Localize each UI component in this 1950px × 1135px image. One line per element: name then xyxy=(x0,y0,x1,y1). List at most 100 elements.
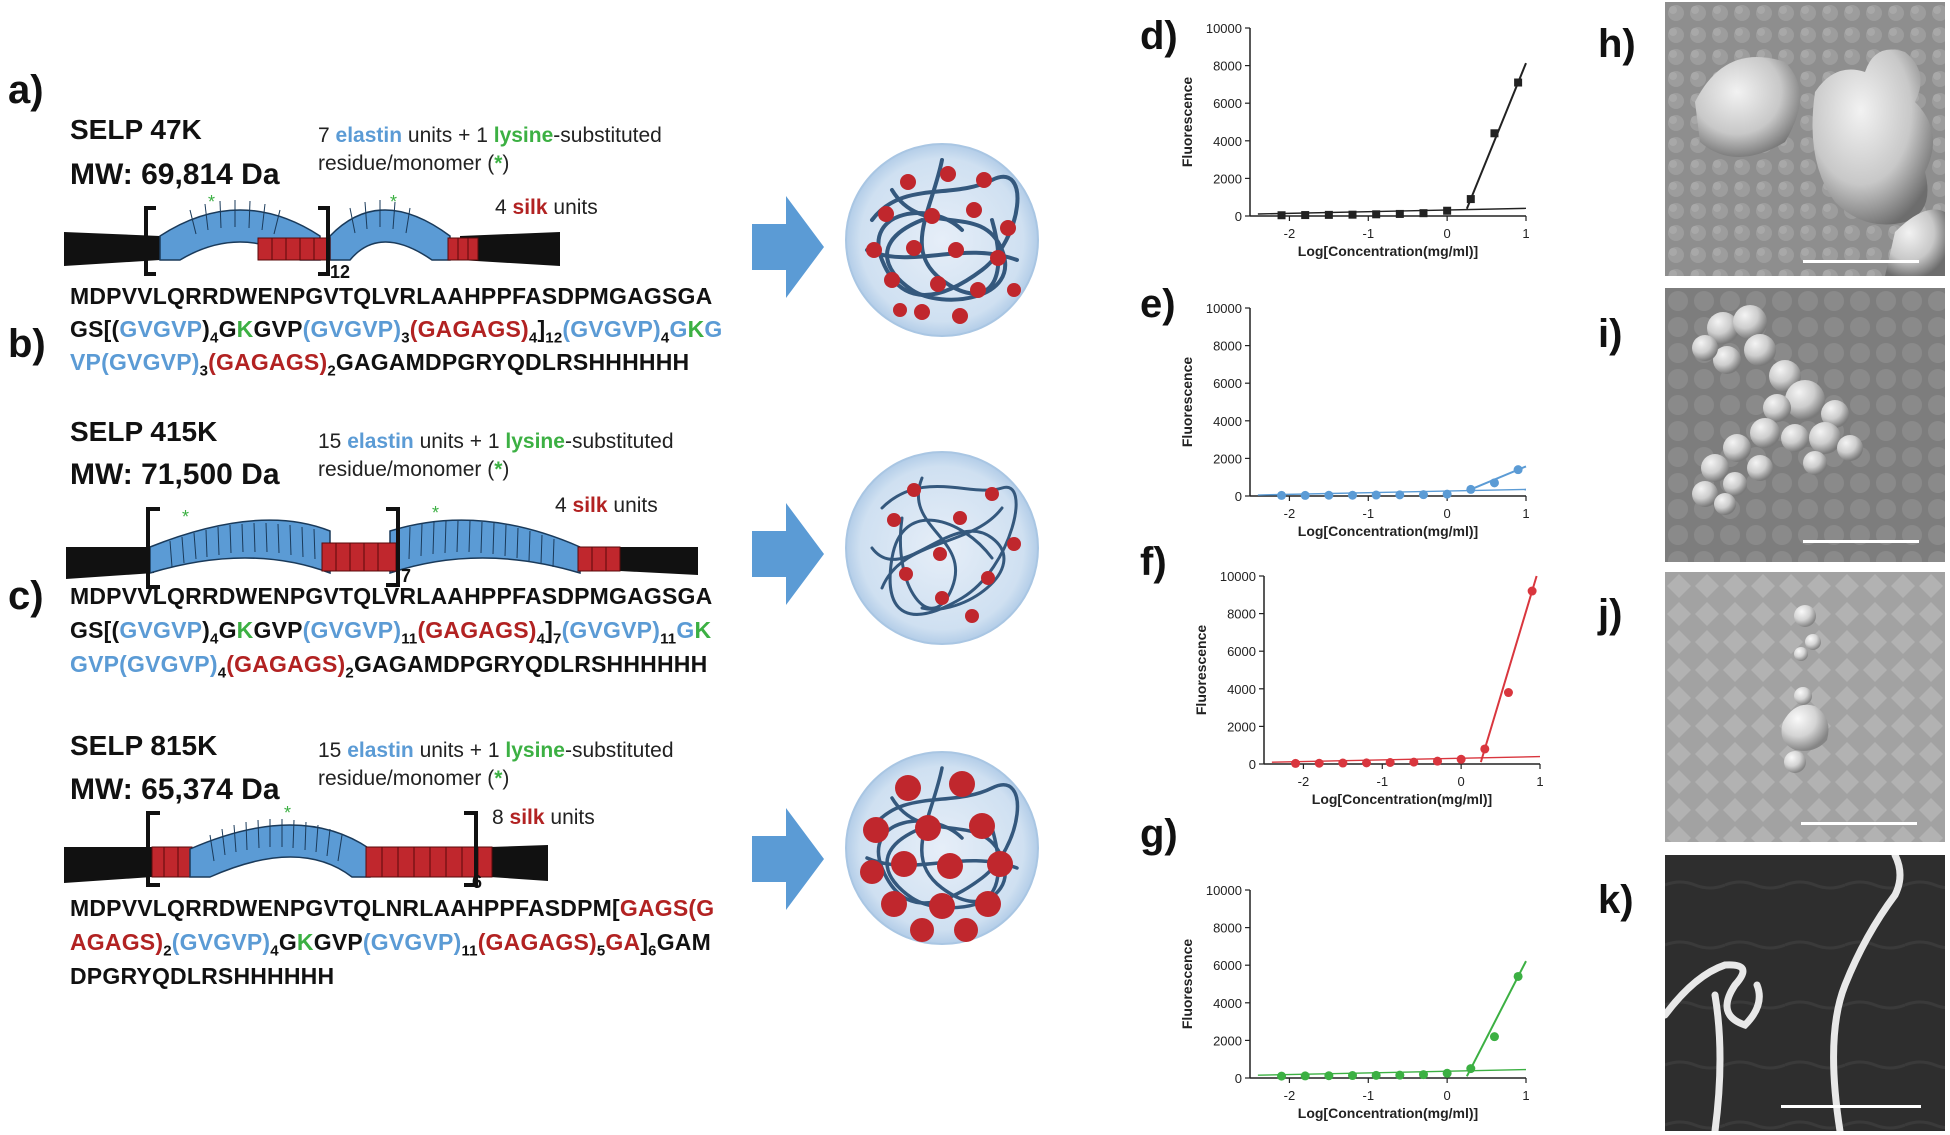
selp-415k-sequence-line-1: MDPVVLQRRDWENPGVTQLVRLAAHPPFASDPMGAGSGA xyxy=(70,583,713,609)
chart-d-point xyxy=(1324,210,1333,219)
chart-d-baseline-fit xyxy=(1257,207,1527,215)
chart-d-point xyxy=(1348,210,1357,219)
selp-47k-sequence-line-3: VP(GVGVP)3(GAGAGS)2GAGAMDPGRYQDLRSHHHHHH xyxy=(70,349,690,380)
chart-g-x-tick-label: 1 xyxy=(1522,1088,1529,1103)
chart-g-x-tick-label: -1 xyxy=(1363,1088,1375,1103)
chart-g-point xyxy=(1300,1071,1310,1081)
chart-g-point xyxy=(1489,1032,1499,1042)
chart-f-point xyxy=(1362,758,1372,768)
chart-f-point xyxy=(1480,744,1490,754)
chart-f-y-tick-label: 0 xyxy=(1249,757,1256,772)
selp-815k-mw: MW: 65,374 Da xyxy=(70,773,280,806)
selp-47k-description: 7 elastin units + 1 lysine-substituted r… xyxy=(318,124,662,175)
chart-f-y-tick-label: 8000 xyxy=(1227,607,1256,622)
chart-f-x-tick-label: -2 xyxy=(1298,774,1310,789)
chart-g-point xyxy=(1348,1071,1358,1081)
chart-d-point xyxy=(1443,206,1452,215)
selp-815k-repeat-count: 6 xyxy=(472,872,483,892)
chart-e-y-tick-label: 0 xyxy=(1235,489,1242,504)
chart-e-point xyxy=(1418,490,1428,500)
chart-g-point xyxy=(1442,1068,1452,1078)
chart-f-x-tick-label: 0 xyxy=(1458,774,1465,789)
chart-e-x-tick-label: -1 xyxy=(1363,506,1375,521)
chart-e-point xyxy=(1371,490,1381,500)
chart-e-point xyxy=(1277,490,1287,500)
sem-image-i xyxy=(1665,288,1945,562)
chart-f-point xyxy=(1456,754,1466,764)
chart-d-point xyxy=(1301,211,1310,220)
chart-e-y-tick-label: 2000 xyxy=(1213,451,1242,466)
selp-47k-sequence-line-2: GS[(GVGVP)4GKGVP(GVGVP)3(GAGAGS)4]12(GVG… xyxy=(70,316,723,347)
chart-g-y-tick-label: 10000 xyxy=(1206,883,1242,898)
svg-text:*: * xyxy=(182,507,189,527)
chart-d-point xyxy=(1514,78,1523,87)
chart-e-y-label: Fluorescence xyxy=(1179,357,1195,447)
chart-f-point xyxy=(1503,688,1513,698)
plot-letter-g: g) xyxy=(1140,812,1178,856)
chart-f-point xyxy=(1432,756,1442,766)
nanoparticle-diagram-c xyxy=(845,751,1039,945)
chart-d-x-tick-label: 0 xyxy=(1444,226,1451,241)
selp-47k-mw: MW: 69,814 Da xyxy=(70,158,280,191)
chart-d-y-tick-label: 2000 xyxy=(1213,171,1242,186)
chart-f-y-label: Fluorescence xyxy=(1193,625,1209,715)
selp-815k-sequence-line-1: MDPVVLQRRDWENPGVTQLNRLAAHPPFASDPM[GAGS(G xyxy=(70,895,715,921)
chart-d-x-label: Log[Concentration(mg/ml)] xyxy=(1298,243,1478,259)
chart-f-point xyxy=(1291,758,1301,768)
chart-g-point xyxy=(1371,1070,1381,1080)
chart-e-x-tick-label: -2 xyxy=(1284,506,1296,521)
chart-g-y-tick-label: 0 xyxy=(1235,1071,1242,1086)
chart-d-point xyxy=(1395,209,1404,218)
chart-f-y-tick-label: 2000 xyxy=(1227,719,1256,734)
svg-text:*: * xyxy=(208,192,215,212)
sem-letter-k: k) xyxy=(1598,878,1634,922)
chart-f-point xyxy=(1314,758,1324,768)
chart-g-y-tick-label: 6000 xyxy=(1213,958,1242,973)
panel-letter-b: b) xyxy=(8,322,46,366)
chart-g-point xyxy=(1395,1070,1405,1080)
chart-d-point xyxy=(1466,195,1475,204)
chart-g-point xyxy=(1466,1064,1476,1074)
sem-image-k xyxy=(1665,855,1945,1131)
chart-e-y-tick-label: 10000 xyxy=(1206,301,1242,316)
chart-d-point xyxy=(1277,211,1286,220)
chart-e-y-tick-label: 8000 xyxy=(1213,339,1242,354)
selp-815k-silk-units: 8 silk units xyxy=(492,806,595,829)
chart-g-y-tick-label: 2000 xyxy=(1213,1033,1242,1048)
selp-415k-sequence-line-3: GVP(GVGVP)4(GAGAGS)2GAGAMDPGRYQDLRSHHHHH… xyxy=(70,651,708,682)
selp-47k-sequence-line-1: MDPVVLQRRDWENPGVTQLVRLAAHPPFASDPMGAGSGA xyxy=(70,283,713,309)
chart-e-point xyxy=(1466,484,1476,494)
chart-e-x-label: Log[Concentration(mg/ml)] xyxy=(1298,523,1478,539)
chart-f-point xyxy=(1527,586,1537,596)
sem-letter-j: j) xyxy=(1598,592,1623,636)
svg-text:*: * xyxy=(432,503,439,523)
nanoparticle-diagram-a xyxy=(845,143,1039,337)
arrow-icon-c xyxy=(752,808,824,910)
chart-e-x-tick-label: 0 xyxy=(1444,506,1451,521)
chart-e-point xyxy=(1395,490,1405,500)
chart-f-point xyxy=(1409,757,1419,767)
chart-d-y-tick-label: 6000 xyxy=(1213,96,1242,111)
panel-letter-a: a) xyxy=(8,68,44,112)
selp-415k-name: SELP 415K xyxy=(70,416,218,447)
chart-d-point xyxy=(1419,209,1428,218)
selp-47k-schematic: * * xyxy=(64,192,560,276)
chart-g-y-tick-label: 8000 xyxy=(1213,921,1242,936)
selp-415k-repeat-count: 7 xyxy=(401,566,412,586)
chart-d-x-tick-label: -1 xyxy=(1363,226,1375,241)
selp-815k-schematic: * xyxy=(64,805,548,887)
selp-47k-repeat-count: 12 xyxy=(330,262,351,282)
svg-text:*: * xyxy=(390,192,397,212)
chart-d-x-tick-label: -2 xyxy=(1284,226,1296,241)
chart-g-baseline-fit xyxy=(1257,1068,1527,1076)
chart-g-x-tick-label: -2 xyxy=(1284,1088,1296,1103)
chart-d-y-tick-label: 0 xyxy=(1235,209,1242,224)
chart-g-y-tick-label: 4000 xyxy=(1213,996,1242,1011)
chart-d-y-tick-label: 10000 xyxy=(1206,21,1242,36)
chart-g-y-label: Fluorescence xyxy=(1179,939,1195,1029)
chart-f-x-tick-label: -1 xyxy=(1377,774,1389,789)
sem-letter-i: i) xyxy=(1598,312,1623,356)
selp-415k-silk-units: 4 silk units xyxy=(555,494,658,517)
